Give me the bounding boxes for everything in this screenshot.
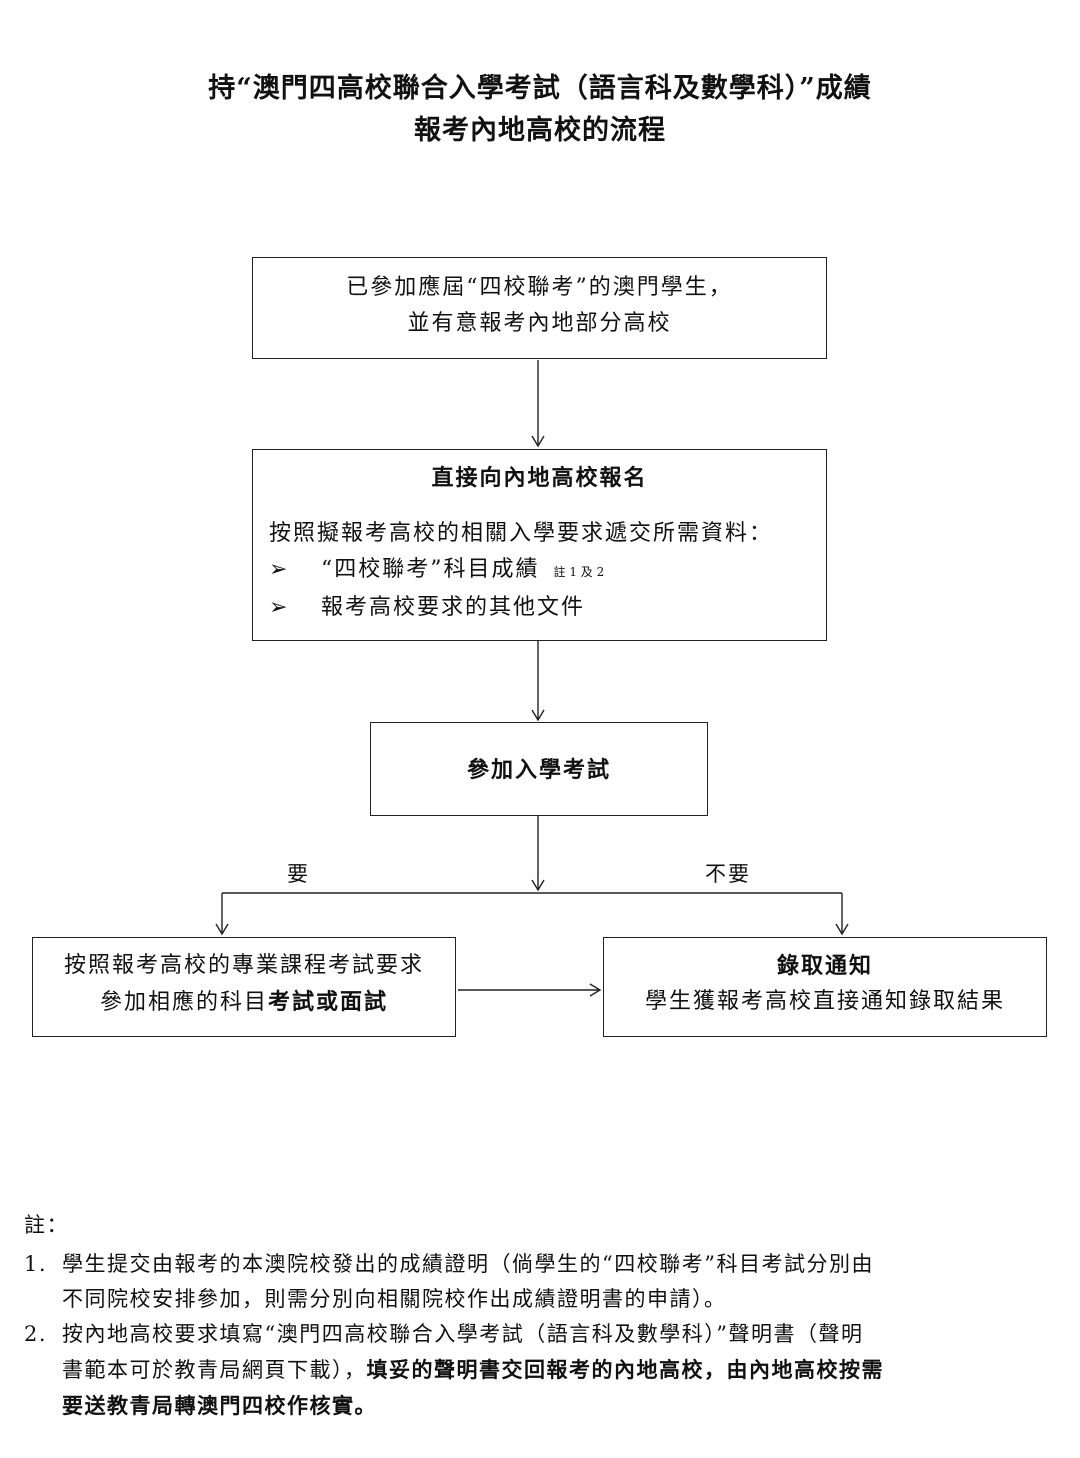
step2-heading: 直接向內地高校報名 — [431, 465, 648, 491]
admit-text: 學生獲報考高校直接通知錄取結果 — [644, 989, 1005, 1014]
note-2-number: 2. — [24, 1322, 48, 1346]
exam-line-2-normal: 參加相應的科目 — [99, 990, 268, 1015]
bullet-arrow-icon: ➢ — [269, 557, 290, 582]
note-2-line-3: 要送教青局轉澳門四校作核實。 — [62, 1393, 377, 1418]
step2-bullet-documents: ➢ 報考高校要求的其他文件 — [269, 590, 826, 626]
step2-intro: 按照擬報考高校的相關入學要求遞交所需資料： — [269, 521, 774, 546]
flow-step-eligible-students: 已參加應屆“四校聯考”的澳門學生， 並有意報考內地部分高校 — [252, 257, 827, 359]
step2-bullet-2-text: 報考高校要求的其他文件 — [321, 595, 586, 620]
notes-label: 註： — [24, 1213, 69, 1237]
admit-heading: 錄取通知 — [776, 953, 873, 979]
step2-bullet-scores: ➢ “四校聯考”科目成績 註 1 及 2 — [269, 552, 826, 590]
page-title-line-2: 報考內地高校的流程 — [414, 115, 666, 146]
page-title-line-1: 持“澳門四高校聯合入學考試（語言科及數學科）”成績 — [208, 73, 872, 104]
note-item-2: 2. 按內地高校要求填寫“澳門四高校聯合入學考試（語言科及數學科）”聲明書（聲明… — [24, 1317, 1034, 1423]
flow-step-admission-notice: 錄取通知 學生獲報考高校直接通知錄取結果 — [603, 937, 1047, 1037]
notes-section: 註： 1. 學生提交由報考的本澳院校發出的成績證明（倘學生的“四校聯考”科目考試… — [24, 1208, 1034, 1423]
note-1-line-1: 學生提交由報考的本澳院校發出的成績證明（倘學生的“四校聯考”科目考試分別由 — [62, 1252, 874, 1276]
exam-line-2-bold: 考試或面試 — [268, 989, 389, 1015]
note-2-line-2-bold: 填妥的聲明書交回報考的內地高校，由內地高校按需 — [366, 1357, 884, 1382]
note-1-number: 1. — [24, 1252, 48, 1276]
step1-line-2: 並有意報考內地部分高校 — [407, 311, 672, 336]
step3-label: 參加入學考試 — [466, 757, 611, 783]
step2-bullet-1-text: “四校聯考”科目成績 — [321, 557, 540, 582]
note-1-line-2: 不同院校安排參加，則需分別向相關院校作出成績證明書的申請）。 — [62, 1287, 727, 1311]
step1-line-1: 已參加應屆“四校聯考”的澳門學生， — [346, 275, 733, 300]
flow-step-entrance-exam: 參加入學考試 — [370, 722, 708, 816]
branch-label-no: 不要 — [705, 862, 751, 886]
note-2-line-2-normal: 書範本可於教青局網頁下載）， — [62, 1358, 367, 1382]
note-2-line-1: 按內地高校要求填寫“澳門四高校聯合入學考試（語言科及數學科）”聲明書（聲明 — [62, 1322, 864, 1346]
branch-label-yes: 要 — [287, 862, 310, 886]
note-item-1: 1. 學生提交由報考的本澳院校發出的成績證明（倘學生的“四校聯考”科目考試分別由… — [24, 1247, 1034, 1317]
exam-line-1: 按照報考高校的專業課程考試要求 — [63, 953, 424, 978]
step2-bullet-1-note: 註 1 及 2 — [553, 565, 605, 579]
bullet-arrow-icon: ➢ — [269, 595, 290, 620]
flow-step-subject-exam: 按照報考高校的專業課程考試要求 參加相應的科目考試或面試 — [32, 937, 456, 1037]
flow-step-apply-directly: 直接向內地高校報名 按照擬報考高校的相關入學要求遞交所需資料： ➢ “四校聯考”… — [252, 449, 827, 641]
